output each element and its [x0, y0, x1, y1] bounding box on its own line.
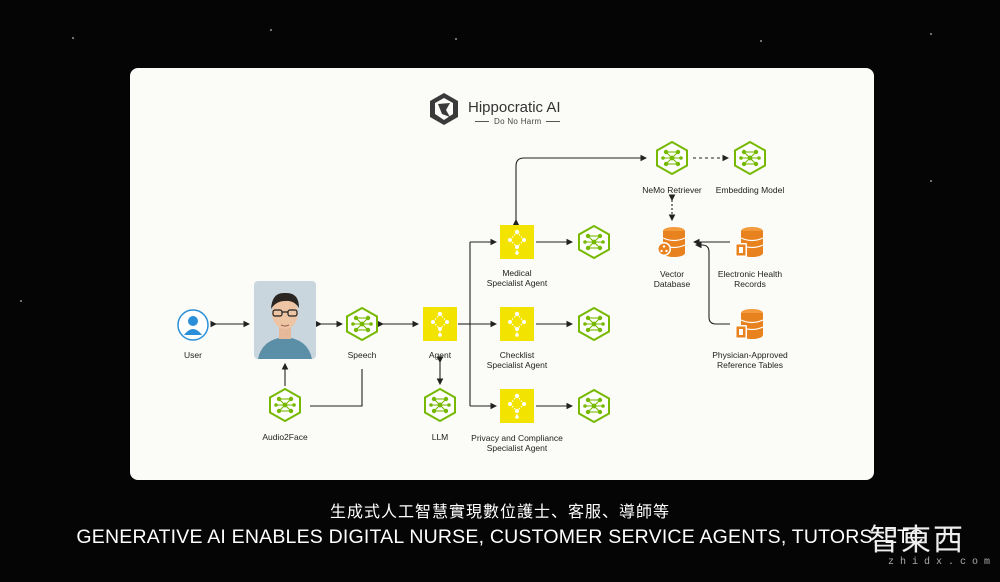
hippocratic-logo-icon	[428, 92, 460, 126]
star	[760, 40, 762, 42]
star	[270, 29, 272, 31]
medical-specialist-agent-icon	[500, 225, 534, 259]
vector-database-icon	[655, 225, 689, 259]
medical-nim-icon	[577, 225, 611, 259]
user-icon	[177, 309, 209, 341]
speech-label: Speech	[347, 350, 377, 360]
user-label: User	[184, 350, 202, 360]
diagram-slide: Hippocratic AI Do No Harm User Spee	[130, 68, 874, 480]
watermark-subtext: zhidx.com	[888, 557, 997, 568]
agent-icon	[423, 307, 457, 341]
checklist-nim-icon	[577, 307, 611, 341]
llm-nim-icon	[423, 388, 457, 422]
watermark-logo: 智東西 zhidx.com	[866, 515, 990, 575]
agent-label: Agent	[428, 350, 452, 360]
physician-approved-tables-icon	[733, 307, 767, 341]
electronic-health-records-icon	[733, 225, 767, 259]
star	[20, 300, 22, 302]
checklist-specialist-agent-icon	[500, 307, 534, 341]
watermark-text: 智東西	[869, 523, 965, 558]
privacy-specialist-agent-icon	[500, 389, 534, 423]
llm-label: LLM	[431, 432, 449, 442]
embedding-model-icon	[733, 141, 767, 175]
digital-human-avatar	[254, 281, 316, 359]
nemo-retriever-label: NeMo Retriever	[642, 185, 702, 195]
star	[72, 37, 74, 39]
speech-nim-icon	[345, 307, 379, 341]
star	[930, 180, 932, 182]
star	[455, 38, 457, 40]
subtitle-english: GENERATIVE AI ENABLES DIGITAL NURSE, CUS…	[76, 526, 924, 548]
nemo-retriever-icon	[655, 141, 689, 175]
audio2face-nim-icon	[268, 388, 302, 422]
brand-tagline: Do No Harm	[470, 117, 565, 126]
privacy-nim-icon	[577, 389, 611, 423]
subtitle-chinese: 生成式人工智慧實現數位護士、客服、導師等	[329, 504, 670, 521]
star	[930, 33, 932, 35]
brand-name: Hippocratic AI	[468, 99, 561, 116]
connector-lines	[210, 154, 730, 410]
audio2face-label: Audio2Face	[262, 432, 308, 442]
embedding-model-label: Embedding Model	[715, 185, 785, 195]
